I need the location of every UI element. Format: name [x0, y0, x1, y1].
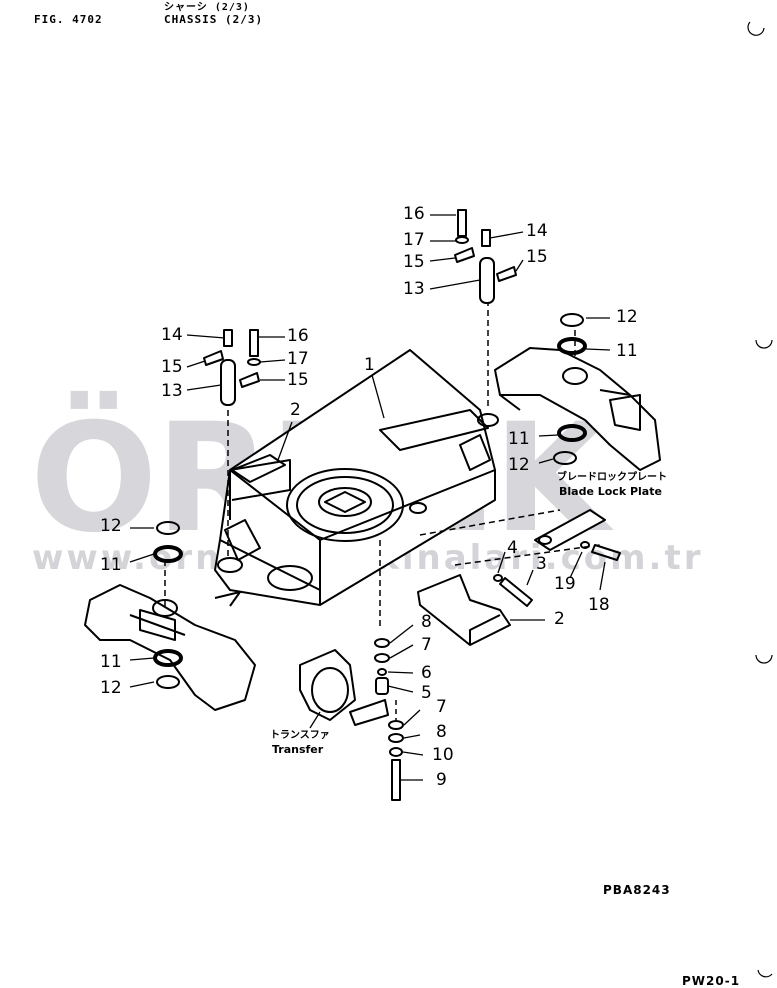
- callout-14: 14: [526, 221, 548, 241]
- callout-12: 12: [616, 307, 638, 327]
- callout-15: 15: [161, 357, 183, 377]
- title-english: CHASSIS (2/3): [164, 13, 264, 26]
- callout-10: 10: [432, 745, 454, 765]
- left-axle: [84, 584, 256, 711]
- bolt-3: [499, 577, 533, 607]
- bolt-16-right: [457, 209, 467, 237]
- right-axle: [494, 347, 661, 471]
- blade-lock-plate: [534, 509, 606, 551]
- callout-9: 9: [436, 770, 447, 790]
- callout-5: 5: [421, 683, 432, 703]
- title-japanese: シャーシ (2/3): [164, 2, 250, 13]
- callout-16: 16: [287, 326, 309, 346]
- callout-3: 3: [536, 554, 547, 574]
- callout-12: 12: [100, 678, 122, 698]
- transfer-housing: [299, 649, 389, 726]
- callout-2: 2: [554, 609, 565, 629]
- callout-12: 12: [100, 516, 122, 536]
- callout-18: 18: [588, 595, 610, 615]
- callout-13: 13: [403, 279, 425, 299]
- callout-17: 17: [287, 349, 309, 369]
- figure-number: FIG. 4702: [34, 13, 103, 26]
- callout-1: 1: [364, 355, 375, 375]
- callout-4: 4: [507, 538, 518, 558]
- callout-11: 11: [100, 652, 122, 672]
- callout-12: 12: [508, 455, 530, 475]
- callout-11: 11: [616, 341, 638, 361]
- chassis-frame: [214, 349, 499, 607]
- callout-11: 11: [100, 555, 122, 575]
- blade-lock-plate-label-en: Blade Lock Plate: [559, 485, 662, 498]
- callout-15: 15: [526, 247, 548, 267]
- callout-16: 16: [403, 204, 425, 224]
- callout-15: 15: [287, 370, 309, 390]
- callout-11: 11: [508, 429, 530, 449]
- pin-upper-left: [220, 359, 236, 406]
- callout-19: 19: [554, 574, 576, 594]
- drawing-number: PBA8243: [603, 883, 671, 897]
- callout-6: 6: [421, 663, 432, 683]
- transfer-label-en: Transfer: [272, 743, 324, 756]
- transfer-label-jp: トランスファ: [270, 730, 330, 741]
- callout-7: 7: [421, 635, 432, 655]
- callout-17: 17: [403, 230, 425, 250]
- callout-7: 7: [436, 697, 447, 717]
- binder-hole-mark: [747, 21, 765, 36]
- callout-8: 8: [421, 612, 432, 632]
- blade-lock-plate-label-jp: ブレードロックプレート: [557, 472, 667, 483]
- bolt-9: [391, 759, 401, 801]
- callout-2: 2: [290, 400, 301, 420]
- bracket-2-lower: [417, 574, 511, 646]
- page-number: PW20-1: [682, 974, 741, 988]
- pin-upper-right: [479, 257, 495, 304]
- callout-14: 14: [161, 325, 183, 345]
- bolt-16-left: [249, 329, 259, 357]
- bolt-18: [591, 544, 621, 561]
- callout-15: 15: [403, 252, 425, 272]
- callout-8: 8: [436, 722, 447, 742]
- callout-13: 13: [161, 381, 183, 401]
